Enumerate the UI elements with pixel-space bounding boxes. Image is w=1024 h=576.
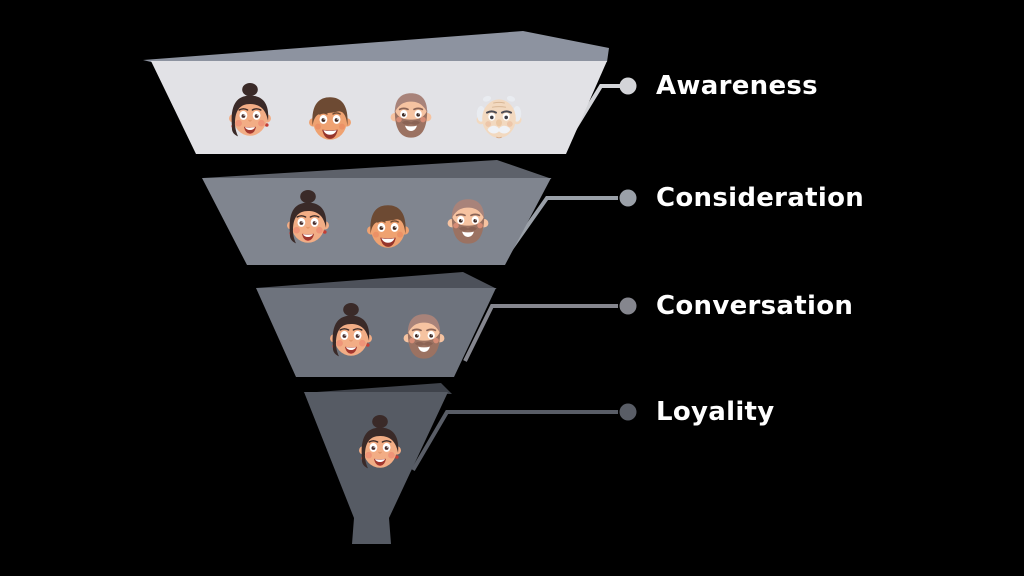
consideration-connector-line	[507, 196, 618, 254]
stage-label-consideration: Consideration	[656, 183, 865, 213]
stage-label-loyality: Loyality	[656, 397, 775, 427]
funnel-stage-consideration	[202, 160, 637, 265]
funnel-stage-conversation	[256, 272, 637, 377]
awareness-rim	[143, 31, 609, 62]
conversation-front	[256, 288, 496, 377]
loyality-connector-line	[411, 410, 618, 472]
loyality-front	[304, 392, 448, 544]
conversation-rim	[256, 272, 497, 289]
stage-label-awareness: Awareness	[656, 71, 818, 101]
conversation-connector-line	[463, 304, 618, 362]
loyality-connector-dot	[619, 403, 637, 421]
stage-label-conversation: Conversation	[656, 291, 854, 321]
conversation-connector-dot	[619, 297, 637, 315]
consideration-connector-dot	[619, 189, 637, 207]
funnel-stage-loyality	[303, 383, 637, 544]
funnel-stage-awareness	[143, 31, 637, 154]
loyality-rim	[303, 383, 452, 394]
consideration-rim	[203, 160, 552, 179]
awareness-connector-dot	[619, 77, 637, 95]
awareness-front	[151, 61, 607, 154]
